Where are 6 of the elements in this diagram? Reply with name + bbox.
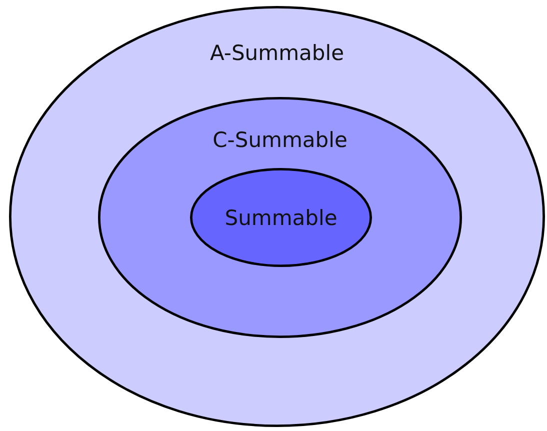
- set-ellipse: [9, 6, 545, 427]
- set-label: C-Summable: [212, 127, 348, 153]
- set-ellipse: [98, 97, 462, 338]
- set-label: A-Summable: [210, 40, 344, 66]
- set-label: Summable: [224, 204, 338, 230]
- set-ellipse: [190, 168, 372, 267]
